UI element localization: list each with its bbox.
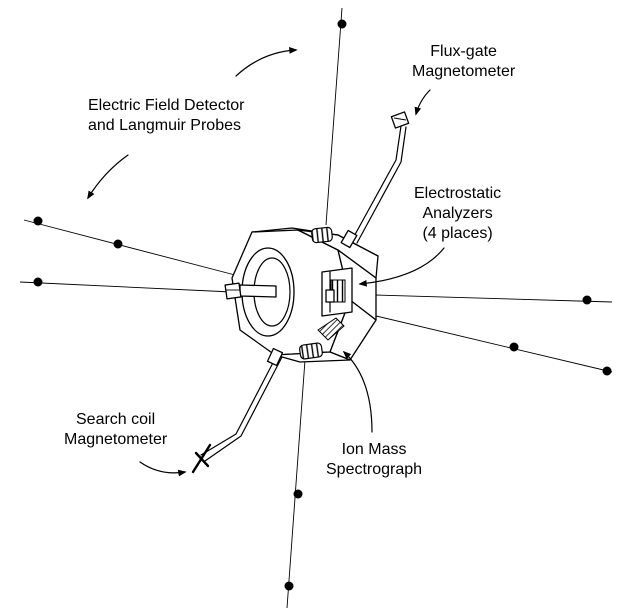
esa-label-line2: Analyzers [422, 205, 493, 222]
probe-sphere [337, 19, 347, 29]
boom-vertical-bottom [286, 359, 306, 609]
efd-label-line2: and Langmuir Probes [88, 117, 241, 134]
ion-mass-spectrograph-unit [317, 317, 345, 341]
esa-arrow [358, 247, 445, 287]
boom-left [19, 281, 233, 293]
ims-label-line1: Ion Mass [341, 441, 407, 458]
ims-label-line2: Spectrograph [326, 461, 423, 478]
label-electric-field-detector: Electric Field Detector and Langmuir Pro… [88, 96, 245, 136]
efd-arrow-upper [235, 47, 298, 77]
fluxgate-sensor [390, 111, 410, 129]
search-label-line2: Magnetometer [64, 431, 168, 448]
probe-sphere [582, 295, 592, 305]
label-search-coil-magnetometer: Search coil Magnetometer [64, 410, 167, 450]
flux-label-line1: Flux-gate [430, 43, 497, 60]
boom-lower-right [371, 314, 613, 373]
esa-label-line1: Electrostatic [414, 185, 502, 202]
label-electrostatic-analyzers: Electrostatic Analyzers (4 places) [414, 184, 501, 244]
esa-label-line3: (4 places) [422, 225, 493, 242]
probe-sphere [33, 277, 43, 287]
esa-bottom [299, 342, 323, 360]
efd-arrow-lower [87, 154, 129, 200]
efd-label-line1: Electric Field Detector [88, 97, 245, 114]
boom-upper-left [23, 219, 236, 276]
boom-vertical-top [325, 7, 343, 226]
probe-sphere [293, 489, 303, 499]
fluxgate-magnetometer-boom [351, 111, 410, 244]
probe-sphere [113, 239, 123, 249]
search-coil-arrow [139, 461, 187, 477]
ims-arrow [342, 350, 373, 433]
flux-label-line2: Magnetometer [412, 63, 516, 80]
probe-sphere [509, 342, 519, 352]
wire-booms [19, 7, 613, 609]
label-ion-mass-spectrograph: Ion Mass Spectrograph [326, 440, 422, 480]
flux-arrow [414, 89, 431, 116]
spacecraft-body [224, 226, 379, 367]
probe-sphere [33, 216, 43, 226]
esa-top [311, 226, 333, 244]
boom-right [374, 294, 613, 303]
probe-sphere [602, 366, 612, 376]
label-flux-gate-magnetometer: Flux-gate Magnetometer [412, 42, 515, 82]
boom-hub [224, 282, 242, 300]
search-coil-magnetometer-boom [191, 354, 283, 474]
leader-arrows [87, 47, 445, 477]
probe-sphere [284, 581, 294, 591]
langmuir-probe-spheres [33, 19, 612, 591]
search-label-line1: Search coil [76, 411, 156, 428]
